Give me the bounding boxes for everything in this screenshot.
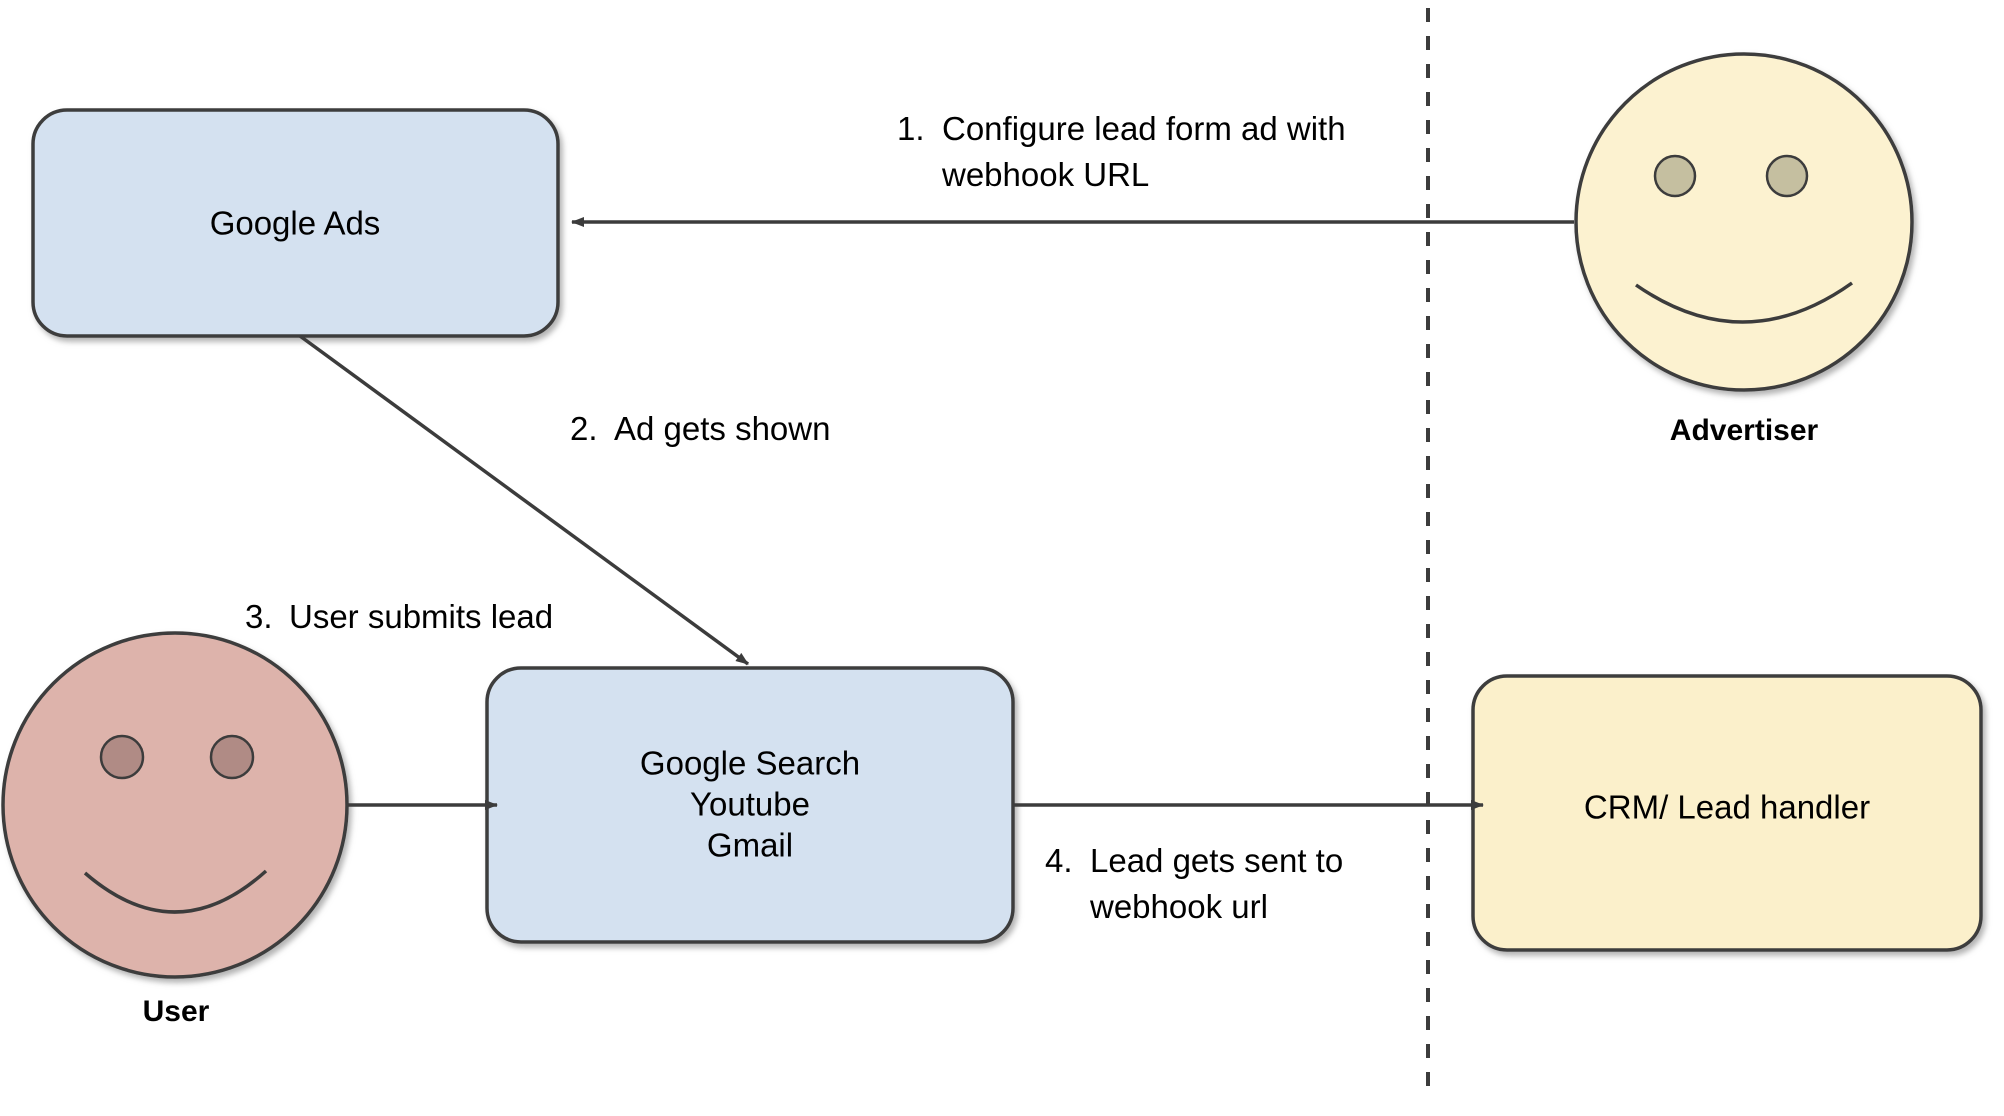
edge-2-label-line-1: Ad gets shown bbox=[614, 410, 830, 447]
user-face-icon[interactable] bbox=[1, 631, 349, 979]
edge-user-to-properties: 3. User submits lead bbox=[245, 598, 553, 810]
user-smile-icon bbox=[83, 869, 268, 914]
advertiser-smile-icon bbox=[1635, 281, 1854, 324]
node-google-properties[interactable]: Google Search Youtube Gmail bbox=[485, 666, 1015, 944]
edge-4-label-line-1: Lead gets sent to bbox=[1090, 842, 1343, 879]
edge-4-label-line-2: webhook url bbox=[1089, 888, 1268, 925]
edge-1-number: 1. bbox=[897, 110, 925, 147]
edge-3-number: 3. bbox=[245, 598, 273, 635]
user-caption: User bbox=[143, 995, 210, 1028]
user-right-eye-icon bbox=[209, 734, 255, 780]
edge-1-label-line-2: webhook URL bbox=[941, 156, 1149, 193]
advertiser-face-icon[interactable] bbox=[1574, 52, 1914, 392]
node-google-ads[interactable]: Google Ads bbox=[31, 108, 560, 338]
edge-2-number: 2. bbox=[570, 410, 598, 447]
edge-3-label-line-1: User submits lead bbox=[289, 598, 553, 635]
google-ads-box[interactable] bbox=[31, 108, 560, 338]
actor-user[interactable]: User bbox=[1, 631, 349, 1028]
google-properties-line-2: Youtube bbox=[690, 786, 810, 823]
advertiser-left-eye-icon bbox=[1653, 154, 1697, 198]
edge-google-ads-to-properties: 2. Ad gets shown bbox=[298, 334, 830, 666]
edge-advertiser-to-google-ads: 1. Configure lead form ad with webhook U… bbox=[571, 110, 1574, 227]
edge-properties-to-crm: 4. Lead gets sent to webhook url bbox=[1013, 800, 1484, 925]
advertiser-caption: Advertiser bbox=[1670, 414, 1819, 447]
node-crm[interactable]: CRM/ Lead handler bbox=[1471, 674, 1983, 952]
actor-advertiser[interactable]: Advertiser bbox=[1574, 52, 1914, 447]
advertiser-right-eye-icon bbox=[1765, 154, 1809, 198]
user-left-eye-icon bbox=[99, 734, 145, 780]
crm-label: CRM/ Lead handler bbox=[1584, 789, 1870, 826]
google-properties-line-3: Gmail bbox=[707, 827, 793, 864]
google-properties-line-1: Google Search bbox=[640, 745, 860, 782]
edge-2-line bbox=[298, 334, 750, 666]
edge-4-number: 4. bbox=[1045, 842, 1073, 879]
edge-1-label-line-1: Configure lead form ad with bbox=[942, 110, 1346, 147]
crm-box[interactable] bbox=[1471, 674, 1983, 952]
google-ads-label: Google Ads bbox=[210, 205, 381, 242]
